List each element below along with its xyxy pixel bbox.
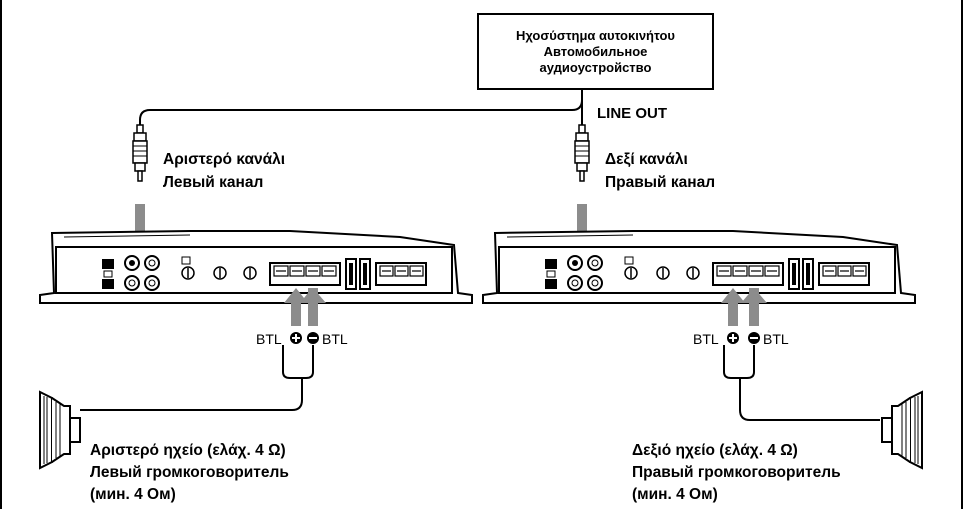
left-channel-russian: Левый канал <box>163 174 264 191</box>
right-speaker-icon <box>881 391 923 469</box>
left-minus-arrow-shaft <box>308 288 318 326</box>
left-plus-symbol <box>290 332 302 344</box>
left-rca-plug <box>132 124 148 182</box>
left-speaker-line1: Αριστερό ηχείο (ελάχ. 4 Ω) <box>90 442 286 459</box>
right-channel-greek: Δεξί κανάλι <box>605 151 688 168</box>
left-rca-cable <box>139 90 583 125</box>
right-speaker-line1: Δεξιό ηχείο (ελάχ. 4 Ω) <box>632 442 798 459</box>
right-minus-arrow-shaft <box>749 288 759 326</box>
left-btl-plus-arrow <box>284 288 308 326</box>
page-frame <box>0 0 2 509</box>
left-channel-greek: Αριστερό κανάλι <box>163 151 286 168</box>
right-rca-plug <box>574 124 590 182</box>
right-btl-minus-label: BTL <box>763 331 789 347</box>
left-speaker-icon <box>39 391 81 469</box>
left-speaker-wire-minus <box>302 345 314 379</box>
left-btl-plus-label: BTL <box>256 331 282 347</box>
right-plus-symbol <box>727 332 739 344</box>
source-unit-line3: аудиоустройство <box>539 59 652 75</box>
left-speaker-wire-plus <box>80 345 303 411</box>
right-speaker-wire-plus <box>723 345 880 421</box>
right-speaker-line3: (мин. 4 Ом) <box>632 486 718 503</box>
left-speaker-line2: Левый громкоговоритель <box>90 464 289 481</box>
page-frame-right <box>961 0 963 509</box>
line-out-label: LINE OUT <box>597 105 667 122</box>
left-minus-symbol <box>307 332 319 344</box>
left-amplifier <box>39 230 473 304</box>
left-btl-minus-label: BTL <box>322 331 348 347</box>
right-speaker-line2: Правый громкоговоритель <box>632 464 841 481</box>
source-unit-line2: Автомобильное <box>543 43 648 59</box>
right-btl-plus-arrow <box>721 288 745 326</box>
source-unit-line1: Ηχοσύστημα αυτοκινήτου <box>516 27 675 43</box>
left-speaker-line3: (мин. 4 Ом) <box>90 486 176 503</box>
right-minus-symbol <box>748 332 760 344</box>
right-channel-russian: Правый канал <box>605 174 716 191</box>
right-btl-plus-label: BTL <box>693 331 719 347</box>
right-amplifier <box>482 230 916 304</box>
right-speaker-wire-minus <box>740 345 755 379</box>
car-audio-source-box: Ηχοσύστημα αυτοκινήτου Автомобильное ауд… <box>477 13 714 90</box>
